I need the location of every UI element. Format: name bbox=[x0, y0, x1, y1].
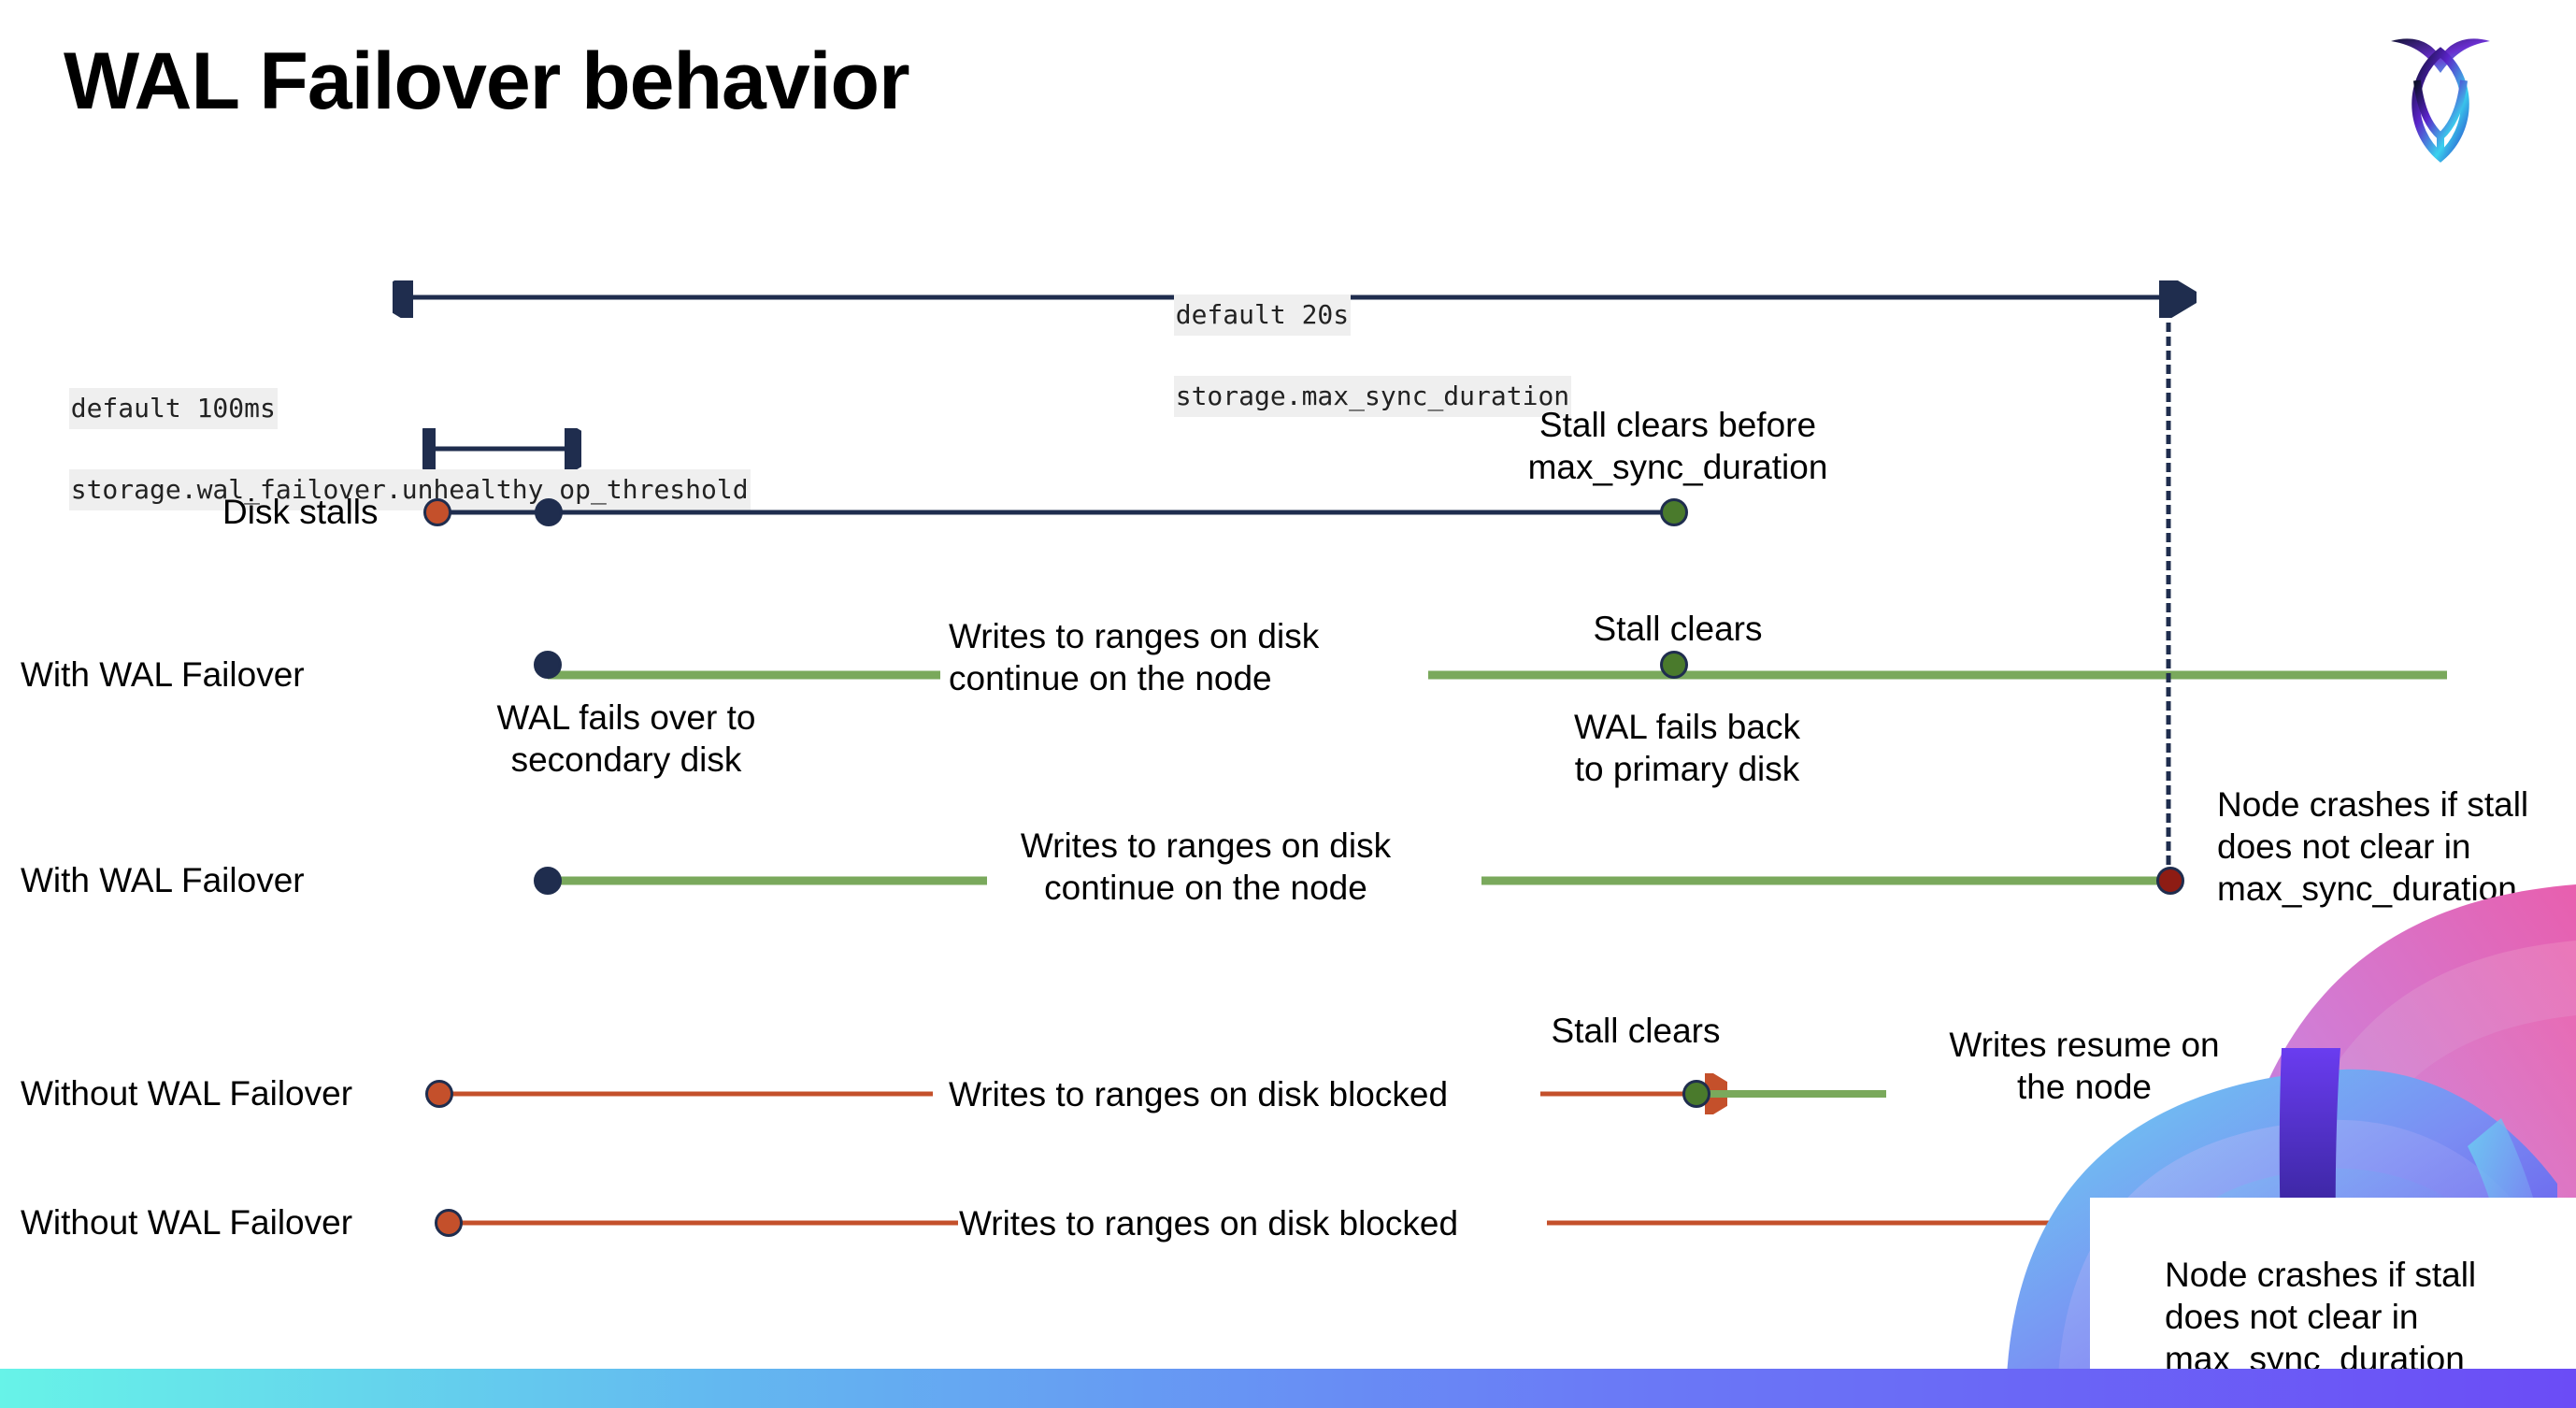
note-stall-clears-1: Stall clears bbox=[1593, 610, 1763, 648]
unhealthy-op-threshold-span-arrow bbox=[422, 428, 581, 469]
row-label-without-wal-failover-1: Without WAL Failover bbox=[21, 1074, 353, 1113]
wal-failover-1-segment-left bbox=[548, 670, 940, 680]
wal-failover-1-failover-marker bbox=[534, 651, 562, 679]
callout-max-sync-duration: default 20s storage.max_sync_duration bbox=[1142, 254, 1572, 417]
callout-unhealthy-op-threshold: default 100ms storage.wal_failover.unhea… bbox=[37, 348, 751, 510]
note-writes-resume-on-the-node: Writes resume on the node bbox=[1949, 1026, 2220, 1107]
row-label-without-wal-failover-2: Without WAL Failover bbox=[21, 1203, 353, 1242]
without-wal-1-blocked-segment-a bbox=[439, 1091, 933, 1097]
note-writes-continue-2: Writes to ranges on disk continue on the… bbox=[1020, 826, 1392, 908]
disk-stalls-clear-marker bbox=[1660, 498, 1688, 526]
row-label-with-wal-failover-1: With WAL Failover bbox=[21, 655, 305, 694]
bottom-gradient-bar bbox=[0, 1369, 2576, 1408]
crash-callout-backdrop bbox=[2090, 1198, 2576, 1394]
note-stall-clears-before-max-sync-duration: Stall clears before max_sync_duration bbox=[1527, 406, 1828, 487]
wal-failover-2-segment-right bbox=[1481, 876, 2168, 885]
callout-unhealthy-op-threshold-setting: storage.wal_failover.unhealthy_op_thresh… bbox=[68, 469, 751, 510]
wal-failover-1-segment-right bbox=[1428, 670, 2447, 680]
max-sync-duration-deadline-guide bbox=[2166, 309, 2171, 879]
callout-unhealthy-op-threshold-default: default 100ms bbox=[68, 388, 278, 429]
wal-failover-2-crash-marker bbox=[2156, 867, 2184, 895]
without-wal-1-start-marker bbox=[425, 1080, 453, 1108]
disk-stalls-threshold-marker bbox=[535, 498, 563, 526]
without-wal-1-resume-segment bbox=[1706, 1090, 1886, 1098]
without-wal-1-blocked-arrow bbox=[1540, 1073, 1727, 1114]
note-writes-blocked-1: Writes to ranges on disk blocked bbox=[949, 1075, 1449, 1113]
note-stall-clears-2: Stall clears bbox=[1551, 1012, 1721, 1050]
without-wal-1-resume-segment-far bbox=[2290, 1090, 2454, 1098]
page-title: WAL Failover behavior bbox=[64, 36, 910, 126]
wal-failover-1-stall-clears-marker bbox=[1660, 651, 1688, 679]
wal-failover-2-segment-left bbox=[548, 876, 987, 885]
without-wal-1-stall-clears-marker bbox=[1682, 1080, 1710, 1108]
wal-failover-2-failover-marker bbox=[534, 867, 562, 895]
note-writes-blocked-2: Writes to ranges on disk blocked bbox=[959, 1204, 1459, 1243]
cockroachdb-logo-icon bbox=[2380, 24, 2501, 165]
disk-stalls-timeline bbox=[437, 510, 1674, 515]
row-label-disk-stalls: Disk stalls bbox=[222, 493, 379, 531]
disk-stalls-start-marker bbox=[423, 498, 451, 526]
note-wal-fails-back-to-primary-disk: WAL fails back to primary disk bbox=[1574, 708, 1800, 789]
note-wal-fails-over-to-secondary-disk: WAL fails over to secondary disk bbox=[496, 698, 756, 780]
row-label-with-wal-failover-2: With WAL Failover bbox=[21, 861, 305, 899]
without-wal-2-blocked-segment-a bbox=[449, 1220, 958, 1226]
note-node-crashes-2: Node crashes if stall does not clear in … bbox=[2165, 1255, 2477, 1378]
callout-max-sync-duration-setting: storage.max_sync_duration bbox=[1173, 376, 1572, 417]
callout-max-sync-duration-default: default 20s bbox=[1173, 295, 1352, 336]
without-wal-2-start-marker bbox=[435, 1209, 463, 1237]
note-node-crashes-1: Node crashes if stall does not clear in … bbox=[2217, 785, 2529, 909]
note-writes-continue-1: Writes to ranges on disk continue on the… bbox=[949, 617, 1320, 698]
